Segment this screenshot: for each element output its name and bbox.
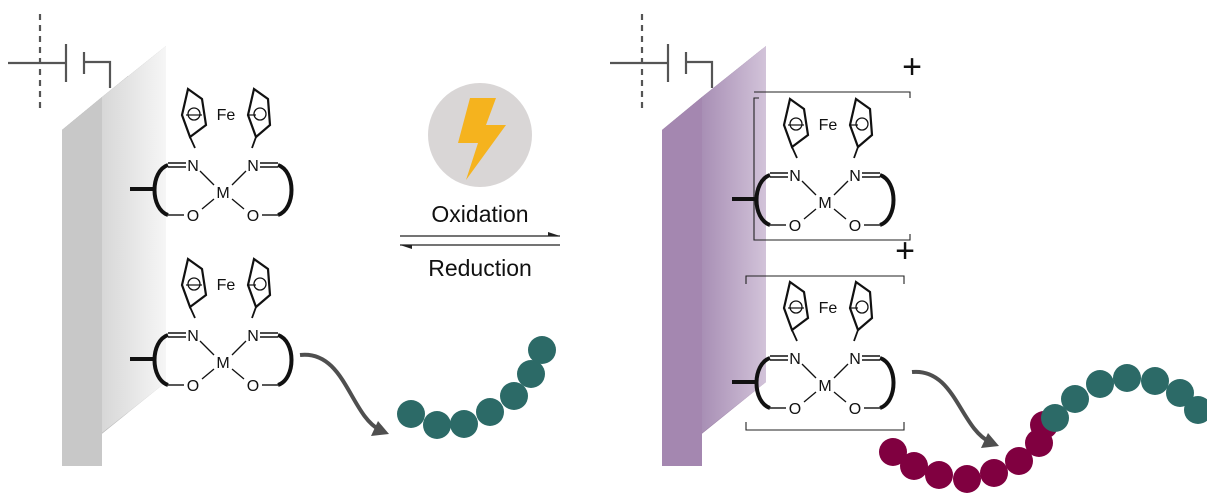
reduction-label: Reduction [428,255,532,281]
monomer-bead-teal [1041,404,1069,432]
monomer-bead-maroon [925,461,953,489]
lightning-bolt-icon [458,98,506,180]
reduced-state [8,14,556,466]
monomer-bead-teal [528,336,556,364]
cation-bracket-1 [753,91,911,241]
block-copolymer-chain [879,364,1207,493]
electrode-plate [62,46,166,466]
monomer-bead-maroon [953,465,981,493]
circuit-ground-icon [610,14,714,110]
curved-arrow [911,369,999,448]
monomer-bead-teal [1141,367,1169,395]
monomer-bead-maroon [980,459,1008,487]
monomer-bead-maroon [1005,447,1033,475]
charge-plus-2: + [895,232,915,270]
monomer-bead-maroon [900,452,928,480]
monomer-bead-teal [517,360,545,388]
monomer-bead-teal [1166,379,1194,407]
monomer-bead-teal [1184,396,1207,424]
monomer-bead-teal [397,400,425,428]
monomer-bead-teal [1061,385,1089,413]
cation-bracket-2 [745,275,905,431]
circuit-ground-icon [8,14,112,110]
oxidation-label: Oxidation [431,201,528,227]
reaction-arrows: Oxidation Reduction [400,83,560,281]
monomer-bead-teal [500,382,528,410]
monomer-bead-teal [476,398,504,426]
electrode-plate [662,46,766,466]
monomer-bead-teal [1113,364,1141,392]
monomer-bead-teal [1086,370,1114,398]
curved-arrow [299,352,389,436]
oxidized-state: + + [610,14,1207,493]
charge-plus-1: + [902,48,922,86]
monomer-bead-teal [423,411,451,439]
monomer-bead-maroon [879,438,907,466]
monomer-bead-teal [450,410,478,438]
polymer-chain [397,336,556,439]
